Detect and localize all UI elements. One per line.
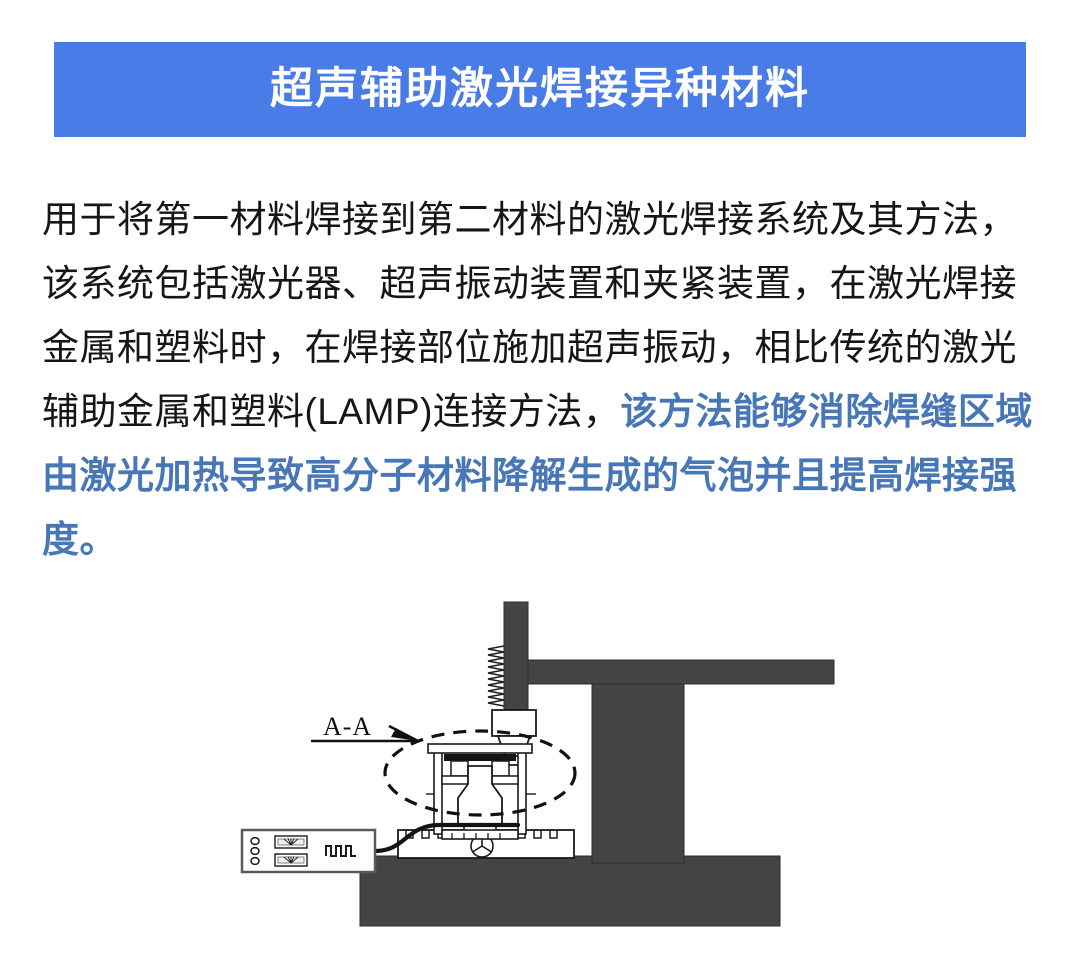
page-title: 超声辅助激光焊接异种材料 bbox=[270, 65, 810, 113]
section-label-a-a: A-A bbox=[323, 712, 372, 741]
controller-meter-bottom-icon bbox=[274, 853, 308, 867]
apparatus-diagram: A-A bbox=[230, 598, 870, 968]
description-highlight-text: 该方法能够消除焊缝区域由激光加热导致高分子材料降解生成的气泡并且提高焊接强度。 bbox=[42, 391, 1033, 560]
gantry-column bbox=[503, 601, 529, 713]
workpiece-metal-sheet bbox=[444, 754, 516, 761]
controller-knobs[interactable] bbox=[250, 836, 260, 866]
description-paragraph: 用于将第一材料焊接到第二材料的激光焊接系统及其方法，该系统包括激光器、超声振动装… bbox=[42, 188, 1038, 572]
section-callout-leader bbox=[311, 724, 419, 743]
support-pillar bbox=[591, 677, 685, 864]
title-banner: 超声辅助激光焊接异种材料 bbox=[54, 42, 1026, 137]
description-plain-text: 用于将第一材料焊接到第二材料的激光焊接系统及其方法，该系统包括激光器、超声振动装… bbox=[42, 199, 1017, 432]
dashed-ellipse-callout bbox=[383, 729, 577, 817]
clamping-fixture bbox=[426, 743, 536, 840]
apparatus-diagram-svg: A-A bbox=[240, 601, 835, 927]
ultrasonic-generator-controller bbox=[240, 828, 377, 874]
machine-base bbox=[359, 855, 781, 927]
signal-cable bbox=[372, 822, 521, 854]
gantry-arm bbox=[515, 659, 835, 685]
controller-meter-top-icon bbox=[274, 835, 308, 849]
compression-spring-icon bbox=[487, 645, 505, 707]
square-wave-icon bbox=[325, 845, 356, 857]
